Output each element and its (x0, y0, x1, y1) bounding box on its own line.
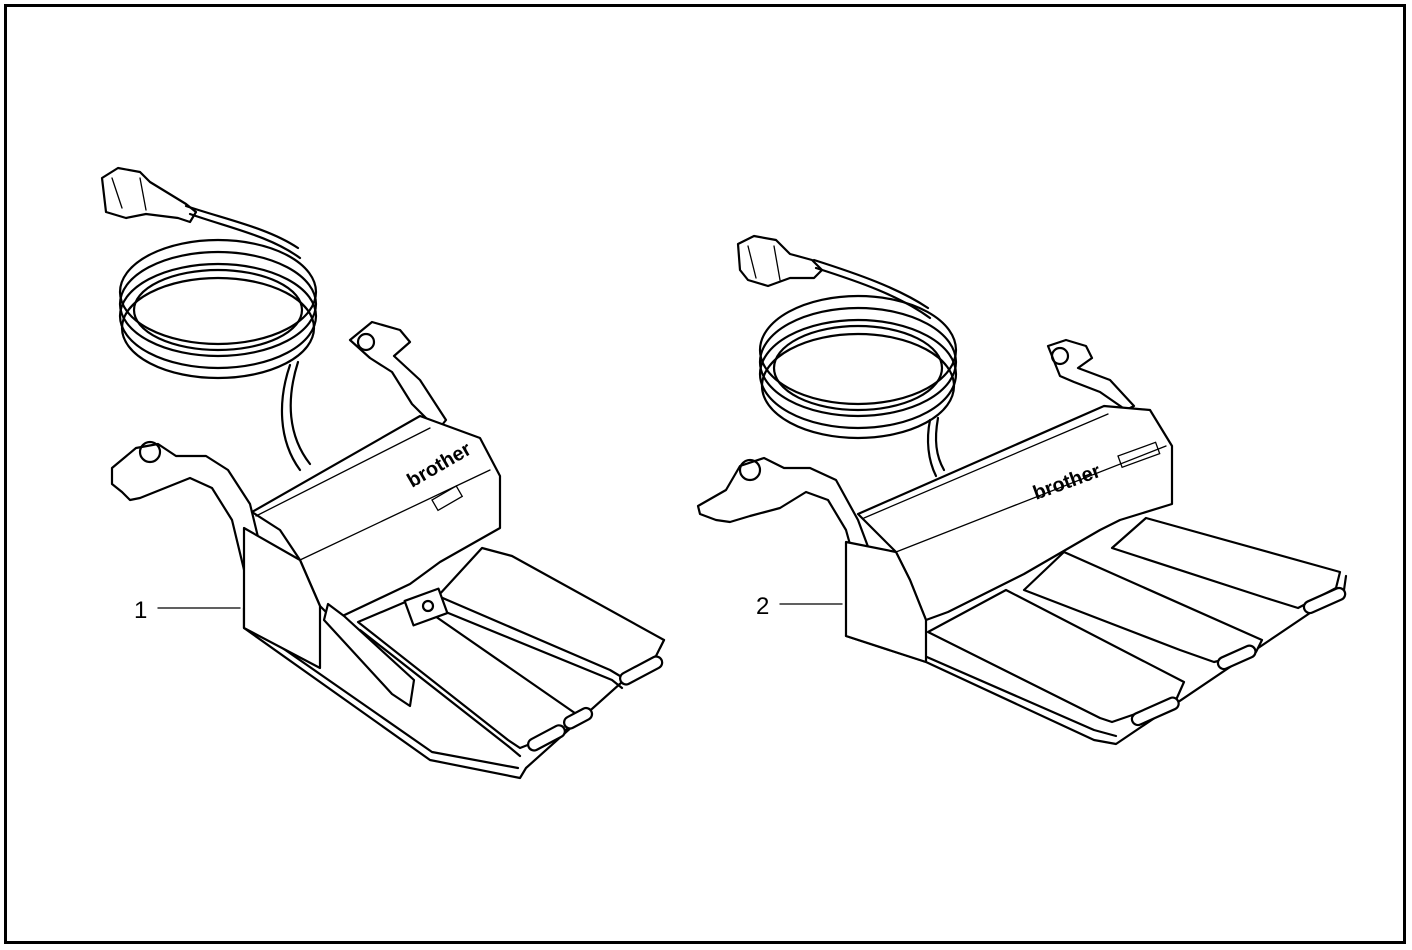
callout-1: 1 (134, 597, 147, 624)
connector-plug-icon (100, 166, 198, 224)
foot-switch-2: brother 2 (696, 234, 1348, 746)
hinge-roller-icon (1130, 586, 1347, 727)
coiled-cable-icon (758, 294, 958, 440)
figure-frame (4, 4, 1406, 944)
hinge-roller-icon (527, 655, 664, 752)
callout-2: 2 (756, 593, 769, 620)
coiled-cable-icon (118, 238, 318, 380)
foot-switch-1: brother 1 (100, 166, 666, 780)
connector-plug-icon (736, 234, 824, 288)
